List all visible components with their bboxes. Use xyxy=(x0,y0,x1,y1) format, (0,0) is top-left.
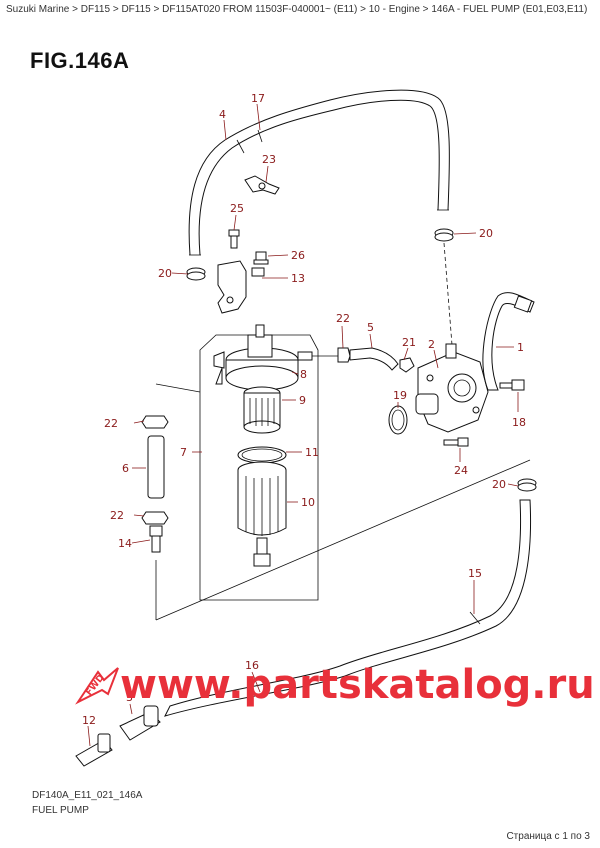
callout-23[interactable]: 23 xyxy=(262,153,276,166)
hose-clip[interactable] xyxy=(244,175,280,195)
breadcrumb-item-brand[interactable]: Suzuki Marine xyxy=(6,4,70,15)
hose-joint[interactable] xyxy=(149,525,163,553)
watermark: www.partskatalog.ru xyxy=(120,662,595,708)
callout-18[interactable]: 18 xyxy=(512,416,526,429)
callout-2[interactable]: 2 xyxy=(428,338,435,351)
figure-code: DF140A_E11_021_146A xyxy=(32,790,143,801)
callout-22-left-bottom[interactable]: 22 xyxy=(110,509,124,522)
callout-13[interactable]: 13 xyxy=(291,272,305,285)
breadcrumb-item-group[interactable]: 10 - Engine xyxy=(368,4,420,15)
callout-26[interactable]: 26 xyxy=(291,249,305,262)
breadcrumb-item-model[interactable]: DF115 xyxy=(80,4,111,15)
callout-21[interactable]: 21 xyxy=(402,336,416,349)
callout-5[interactable]: 5 xyxy=(367,321,374,334)
callout-4[interactable]: 4 xyxy=(219,108,226,121)
hose-clamp[interactable] xyxy=(186,267,206,281)
bolt[interactable] xyxy=(443,437,469,447)
callout-20-bottom[interactable]: 20 xyxy=(492,478,506,491)
callout-6[interactable]: 6 xyxy=(122,462,129,475)
o-ring[interactable] xyxy=(388,405,408,435)
page-indicator: Страница с 1 по 3 xyxy=(506,831,590,842)
callout-7[interactable]: 7 xyxy=(180,446,187,459)
primer-connector[interactable] xyxy=(75,733,113,767)
hose-clamp[interactable] xyxy=(517,478,537,492)
breadcrumb: Suzuki Marine > DF115 > DF115 > DF115AT0… xyxy=(6,4,588,15)
pump-hose[interactable] xyxy=(482,292,535,391)
hose-clip[interactable] xyxy=(141,511,169,525)
callout-20-top[interactable]: 20 xyxy=(479,227,493,240)
callout-22-top[interactable]: 22 xyxy=(336,312,350,325)
breadcrumb-item-variant[interactable]: DF115AT020 FROM 11503F-040001~ (E11) xyxy=(162,4,358,15)
hose-clamp[interactable] xyxy=(434,228,454,242)
callout-19[interactable]: 19 xyxy=(393,389,407,402)
figure-name: FUEL PUMP xyxy=(32,805,89,816)
breadcrumb-item-model-2[interactable]: DF115 xyxy=(121,4,151,15)
fuel-filter-assembly[interactable] xyxy=(199,324,319,601)
callout-11[interactable]: 11 xyxy=(305,446,319,459)
callout-25[interactable]: 25 xyxy=(230,202,244,215)
callout-10[interactable]: 10 xyxy=(301,496,315,509)
mounting-bracket[interactable] xyxy=(217,260,265,314)
fuel-hose-upper[interactable] xyxy=(188,89,450,256)
hose-clip[interactable] xyxy=(141,415,169,429)
callout-14[interactable]: 14 xyxy=(118,537,132,550)
callout-24[interactable]: 24 xyxy=(454,464,468,477)
callout-15[interactable]: 15 xyxy=(468,567,482,580)
callout-8[interactable]: 8 xyxy=(300,368,307,381)
breadcrumb-item-current: 146A - FUEL PUMP (E01,E03,E11) xyxy=(431,4,588,15)
callout-20-left[interactable]: 20 xyxy=(158,267,172,280)
nut[interactable] xyxy=(253,251,269,265)
hose-clip[interactable] xyxy=(337,347,351,363)
callout-9[interactable]: 9 xyxy=(299,394,306,407)
fuel-pump[interactable] xyxy=(415,343,489,433)
bolt[interactable] xyxy=(499,379,525,391)
figure-title: FIG.146A xyxy=(30,48,130,73)
callout-22-left-top[interactable]: 22 xyxy=(104,417,118,430)
hose-clip[interactable] xyxy=(399,357,415,373)
callout-1[interactable]: 1 xyxy=(517,341,524,354)
hose-connector[interactable] xyxy=(119,705,161,741)
forward-direction-icon: FWD xyxy=(75,667,119,705)
callout-3[interactable]: 3 xyxy=(126,691,133,704)
callout-12[interactable]: 12 xyxy=(82,714,96,727)
fuel-pipe[interactable] xyxy=(147,435,165,499)
bolt[interactable] xyxy=(228,229,240,249)
callout-16[interactable]: 16 xyxy=(245,659,259,672)
fuel-hose-main[interactable] xyxy=(164,499,532,717)
callout-17[interactable]: 17 xyxy=(251,92,265,105)
fuel-hose-short[interactable] xyxy=(312,347,399,371)
